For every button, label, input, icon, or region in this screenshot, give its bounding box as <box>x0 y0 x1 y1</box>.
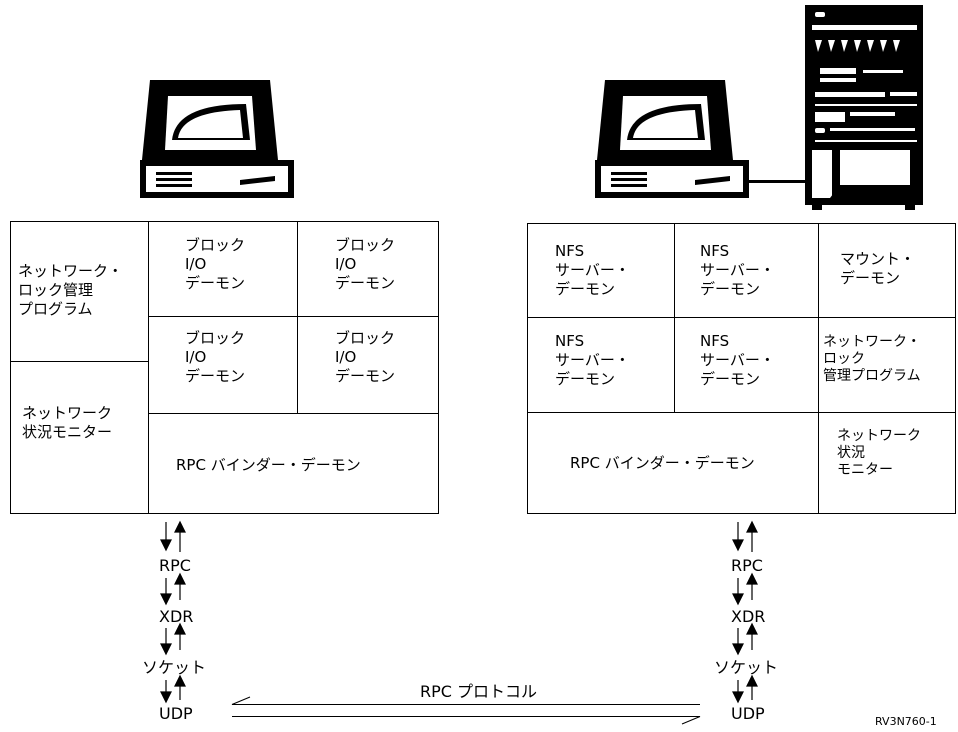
client-computer-icon <box>140 80 294 198</box>
server-computer-icon <box>595 80 809 198</box>
figure-code: RV3N760-1 <box>875 715 937 728</box>
server-box <box>527 223 956 514</box>
rpc-protocol-arrows <box>231 696 701 725</box>
client-stack-xdr: XDR <box>159 607 194 626</box>
server-nfs-1: NFS サーバー・ デーモン <box>555 242 630 298</box>
client-block-io-1: ブロック I/O デーモン <box>185 236 246 292</box>
server-stack-xdr: XDR <box>731 607 766 626</box>
rpc-protocol-label: RPC プロトコル <box>420 682 538 701</box>
client-stack-socket: ソケット <box>142 658 207 677</box>
client-block-io-3: ブロック I/O デーモン <box>185 329 246 385</box>
server-nfs-4: NFS サーバー・ デーモン <box>700 332 775 388</box>
server-tower-icon <box>805 5 923 210</box>
client-box <box>10 221 439 514</box>
server-rpc-binder: RPC バインダー・デーモン <box>570 454 755 472</box>
server-status-monitor: ネットワーク 状況 モニター <box>837 428 921 478</box>
client-lock-manager: ネットワーク・ ロック管理 プログラム <box>18 262 123 318</box>
client-block-io-2: ブロック I/O デーモン <box>335 236 396 292</box>
server-mount-daemon: マウント・ デーモン <box>840 250 916 287</box>
server-nfs-2: NFS サーバー・ デーモン <box>700 242 775 298</box>
server-stack-arrows <box>732 520 758 704</box>
server-lock-manager: ネットワーク・ ロック 管理プログラム <box>823 334 921 384</box>
client-stack-arrows <box>160 520 186 704</box>
server-stack-rpc: RPC <box>731 556 763 575</box>
server-stack-socket: ソケット <box>714 658 779 677</box>
client-stack-rpc: RPC <box>159 556 191 575</box>
client-rpc-binder: RPC バインダー・デーモン <box>176 456 361 474</box>
server-stack-udp: UDP <box>731 704 765 723</box>
server-nfs-3: NFS サーバー・ デーモン <box>555 332 630 388</box>
client-stack-udp: UDP <box>159 704 193 723</box>
client-status-monitor: ネットワーク 状況モニター <box>22 404 113 441</box>
client-block-io-4: ブロック I/O デーモン <box>335 329 396 385</box>
